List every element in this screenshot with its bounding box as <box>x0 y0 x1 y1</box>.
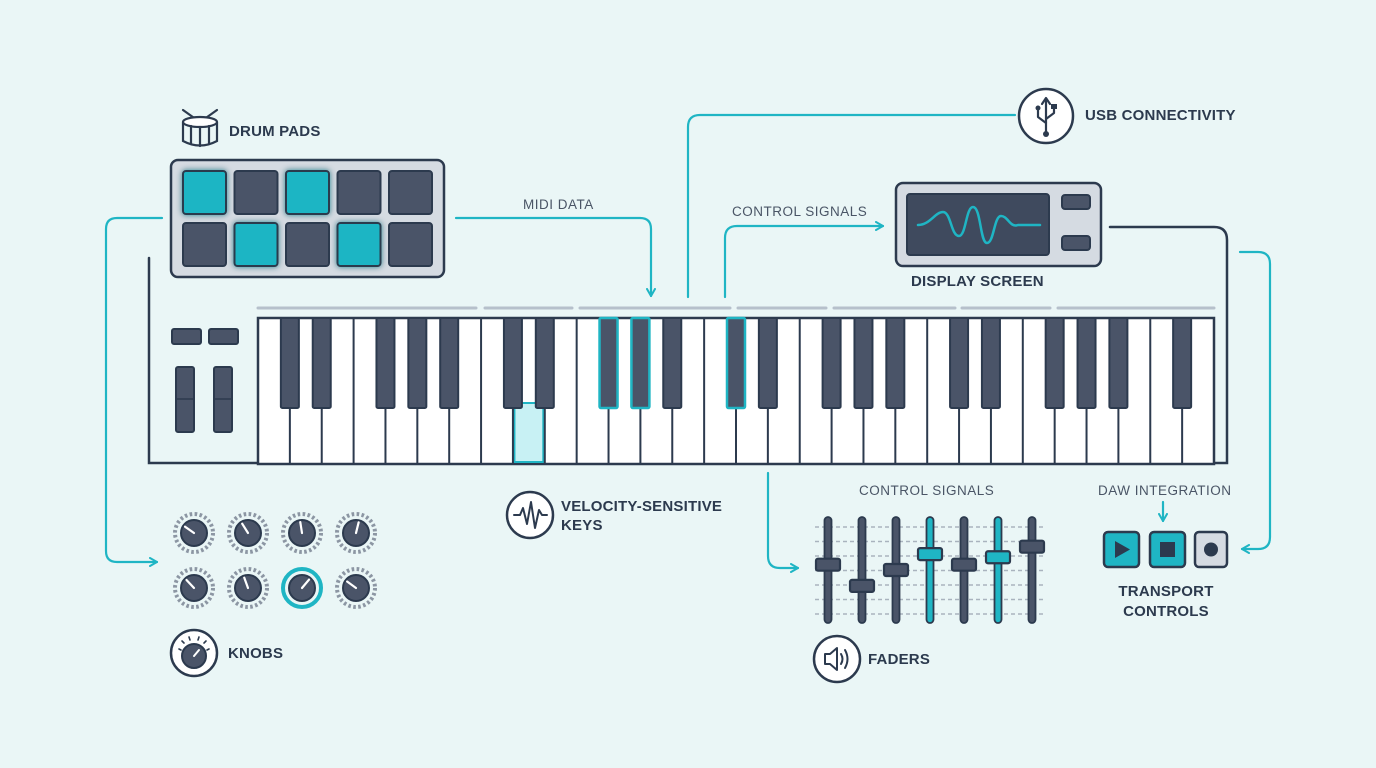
fader <box>814 516 842 624</box>
knob <box>281 512 323 554</box>
fader <box>1018 516 1046 624</box>
daw-integration-label: DAW INTEGRATION <box>1098 483 1232 498</box>
white-key-highlight <box>513 402 545 463</box>
knob-active <box>281 567 323 609</box>
black-key <box>407 317 428 409</box>
fader <box>848 516 876 624</box>
usb-icon <box>1017 87 1075 145</box>
display-button-bottom <box>1061 235 1091 251</box>
knob <box>173 567 215 609</box>
knob <box>335 512 377 554</box>
display-waveform <box>916 205 1042 245</box>
knob <box>173 512 215 554</box>
black-key <box>534 317 555 409</box>
display-screen-label: DISPLAY SCREEN <box>911 273 1044 290</box>
black-key <box>1076 317 1097 409</box>
black-key <box>1044 317 1065 409</box>
transport-controls-label: TRANSPORT CONTROLS <box>1106 582 1226 622</box>
drum-pad <box>285 222 330 267</box>
knob <box>335 567 377 609</box>
black-key <box>1108 317 1129 409</box>
velocity-keys-label-line2: KEYS <box>561 517 603 534</box>
knob-icon <box>169 628 219 678</box>
drum-pad-active <box>285 170 330 215</box>
knobs-label: KNOBS <box>228 645 284 662</box>
controller-body-outline <box>147 225 1229 465</box>
display-screen <box>894 181 1103 268</box>
black-key <box>885 317 906 409</box>
play-icon <box>1115 541 1130 558</box>
transport-controls <box>1102 530 1229 569</box>
drum-icon <box>181 108 219 148</box>
black-key <box>980 317 1001 409</box>
record-icon <box>1204 542 1218 557</box>
fader <box>950 516 978 624</box>
drum-pads <box>169 158 446 279</box>
transport-controls-label-line2: CONTROLS <box>1123 603 1209 620</box>
black-key <box>949 317 970 409</box>
velocity-keys-label-line1: VELOCITY-SENSITIVE <box>561 498 723 515</box>
black-key <box>311 317 332 409</box>
drum-pad <box>182 222 227 267</box>
fader-active <box>984 516 1012 624</box>
fader-active <box>916 516 944 624</box>
stop-icon <box>1160 542 1175 557</box>
drum-pad <box>388 170 433 215</box>
drum-pads-label: DRUM PADS <box>229 123 321 140</box>
black-key <box>502 317 523 409</box>
drum-pad-active <box>336 222 382 267</box>
drum-pad <box>336 170 382 215</box>
transport-controls-label-line1: TRANSPORT <box>1118 583 1214 600</box>
faders <box>814 516 1046 624</box>
black-key <box>821 317 842 409</box>
knobs <box>173 512 377 609</box>
connection-lines <box>147 225 1229 465</box>
arrow-display-to-transport <box>1238 250 1272 554</box>
knob <box>227 567 269 609</box>
arrow-midi-data <box>454 216 656 298</box>
arrow-usb <box>686 113 1017 299</box>
octave-down-button <box>171 328 202 345</box>
control-signals-faders-label: CONTROL SIGNALS <box>859 483 995 498</box>
keyboard <box>256 306 1216 466</box>
speaker-icon <box>812 634 862 684</box>
midi-data-label: MIDI DATA <box>523 197 594 212</box>
black-key <box>375 317 396 409</box>
flow-arrows <box>104 113 1272 573</box>
drum-pad <box>233 170 279 215</box>
black-key <box>279 317 300 409</box>
black-key <box>439 317 460 409</box>
display-lcd <box>906 193 1050 256</box>
black-key <box>662 317 683 409</box>
black-key-highlighted <box>725 316 747 410</box>
arrow-pads-to-knobs <box>104 216 164 567</box>
velocity-wave-icon <box>505 490 555 540</box>
drum-pad-active <box>182 170 227 215</box>
control-signals-display-label: CONTROL SIGNALS <box>732 204 868 219</box>
arrow-control-signals-display <box>723 221 885 299</box>
black-key-highlighted <box>598 316 619 410</box>
faders-label: FADERS <box>868 651 931 668</box>
black-key <box>757 317 778 409</box>
octave-up-button <box>208 328 239 345</box>
black-key <box>853 317 874 409</box>
display-button-top <box>1061 194 1091 210</box>
side-controls <box>171 328 239 433</box>
black-key <box>1172 317 1193 409</box>
drum-pad <box>388 222 433 267</box>
fader <box>882 516 910 624</box>
drum-pad-active <box>233 222 279 267</box>
usb-connectivity-label: USB CONNECTIVITY <box>1085 107 1236 124</box>
knob <box>227 512 269 554</box>
arrow-keys-to-faders <box>766 471 800 573</box>
black-key-highlighted <box>630 316 651 410</box>
velocity-keys-label: VELOCITY-SENSITIVE KEYS <box>561 497 722 535</box>
